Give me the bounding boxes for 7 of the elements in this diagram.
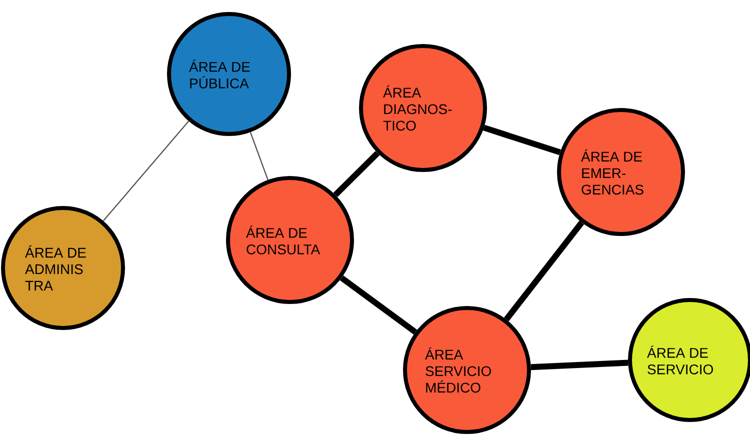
connector-line [102, 120, 190, 222]
connector-line [340, 275, 418, 335]
connector-line [530, 360, 628, 370]
connector-line [482, 124, 562, 156]
connector-line [250, 132, 268, 180]
connector-line [333, 150, 380, 198]
connector-line [504, 220, 584, 322]
